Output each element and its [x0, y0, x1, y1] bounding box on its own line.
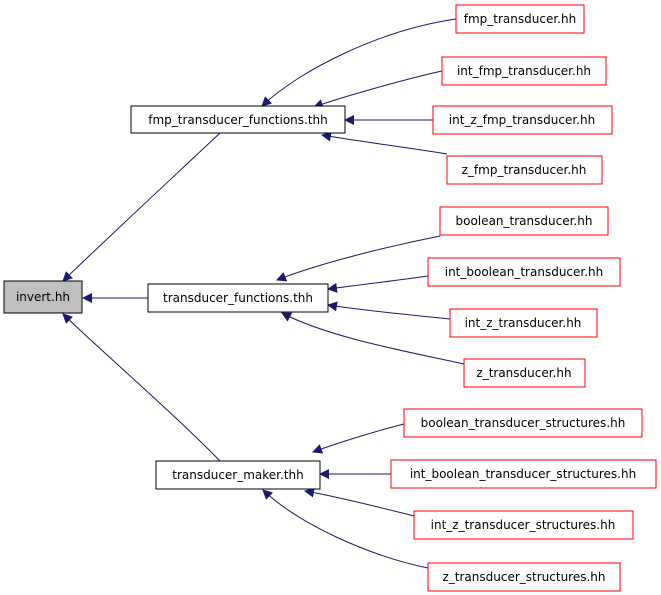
node-transducer-functions[interactable]: transducer_functions.thh: [147, 283, 329, 313]
edge-boolean-transducer-structures-to-transducer-maker: [312, 423, 405, 454]
edge-z-transducer-structures-to-transducer-maker: [262, 489, 429, 569]
node-label: boolean_transducer.hh: [456, 214, 593, 228]
node-fmp-transducer[interactable]: fmp_transducer.hh: [455, 4, 585, 34]
node-fmp-transducer-functions[interactable]: fmp_transducer_functions.thh: [130, 105, 346, 134]
node-boolean-transducer[interactable]: boolean_transducer.hh: [439, 206, 609, 236]
node-label: invert.hh: [16, 290, 70, 304]
node-boolean-transducer-structures[interactable]: boolean_transducer_structures.hh: [403, 408, 643, 438]
node-z-transducer[interactable]: z_transducer.hh: [463, 358, 586, 388]
node-label: fmp_transducer.hh: [464, 12, 576, 26]
node-label: z_fmp_transducer.hh: [462, 163, 587, 177]
edge-layer: [62, 18, 465, 569]
edge-fmp-transducer-functions-to-invert: [62, 132, 221, 282]
node-int-z-fmp-transducer[interactable]: int_z_fmp_transducer.hh: [432, 105, 613, 135]
node-invert[interactable]: invert.hh: [3, 280, 83, 314]
node-int-z-transducer-structures[interactable]: int_z_transducer_structures.hh: [413, 510, 634, 540]
node-layer: invert.hh fmp_transducer_functions.thh t…: [3, 4, 657, 592]
node-int-boolean-transducer[interactable]: int_boolean_transducer.hh: [427, 257, 621, 287]
edge-boolean-transducer-to-transducer-functions: [276, 235, 441, 282]
edge-z-transducer-to-transducer-functions: [281, 312, 465, 365]
edge-int-fmp-transducer-to-fmp-transducer-functions: [313, 70, 443, 109]
edge-transducer-maker-to-invert: [62, 313, 221, 462]
node-label: z_transducer_structures.hh: [442, 570, 605, 584]
node-label: int_fmp_transducer.hh: [457, 64, 591, 78]
node-label: boolean_transducer_structures.hh: [421, 416, 626, 430]
node-label: transducer_functions.thh: [163, 291, 313, 305]
edge-fmp-transducer-to-fmp-transducer-functions: [261, 18, 457, 107]
edge-z-fmp-transducer-to-fmp-transducer-functions: [321, 131, 448, 155]
node-label: int_z_transducer.hh: [465, 316, 582, 330]
node-transducer-maker[interactable]: transducer_maker.thh: [155, 460, 321, 490]
node-label: int_boolean_transducer_structures.hh: [410, 467, 636, 481]
node-label: int_boolean_transducer.hh: [445, 265, 604, 279]
edge-int-z-transducer-structures-to-transducer-maker: [304, 487, 415, 517]
node-label: int_z_transducer_structures.hh: [431, 518, 616, 532]
node-int-boolean-transducer-structures[interactable]: int_boolean_transducer_structures.hh: [390, 459, 657, 489]
edge-int-z-transducer-to-transducer-functions: [327, 301, 451, 320]
node-label: fmp_transducer_functions.thh: [148, 113, 328, 127]
node-int-fmp-transducer[interactable]: int_fmp_transducer.hh: [441, 56, 607, 86]
node-label: int_z_fmp_transducer.hh: [449, 113, 595, 127]
node-z-transducer-structures[interactable]: z_transducer_structures.hh: [427, 562, 621, 592]
edge-int-boolean-transducer-to-transducer-functions: [327, 275, 429, 293]
node-label: transducer_maker.thh: [172, 468, 304, 482]
node-int-z-transducer[interactable]: int_z_transducer.hh: [449, 308, 598, 338]
node-z-fmp-transducer[interactable]: z_fmp_transducer.hh: [446, 155, 603, 185]
node-label: z_transducer.hh: [476, 366, 571, 380]
